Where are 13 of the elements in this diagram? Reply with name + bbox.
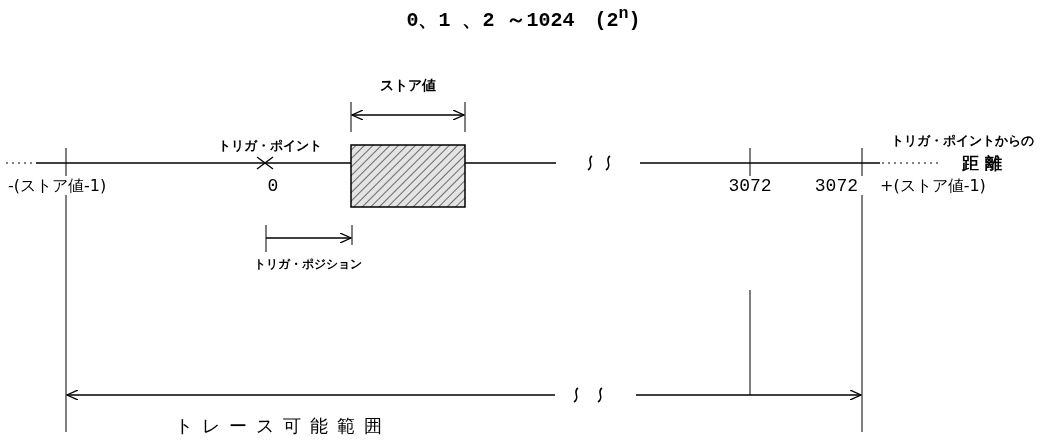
label: トレース可能範囲: [175, 417, 391, 435]
label: 距離: [962, 154, 1008, 172]
label: +(ストア値-1): [880, 178, 986, 194]
label: トリガ・ポイントからの: [890, 133, 1034, 147]
label: トリガ・ポジション: [254, 258, 362, 270]
label: トリガ・ポイント: [218, 138, 322, 152]
label: -(ストア値-1): [8, 178, 107, 194]
label: ストア値: [380, 78, 436, 92]
label: 3072: [814, 177, 858, 195]
label: 3072: [728, 177, 772, 195]
label: 0: [267, 177, 279, 195]
title: 0、1 、2 ～1024 (2$^{n}$): [405, 4, 642, 33]
hatched-store-block: [350, 144, 466, 208]
